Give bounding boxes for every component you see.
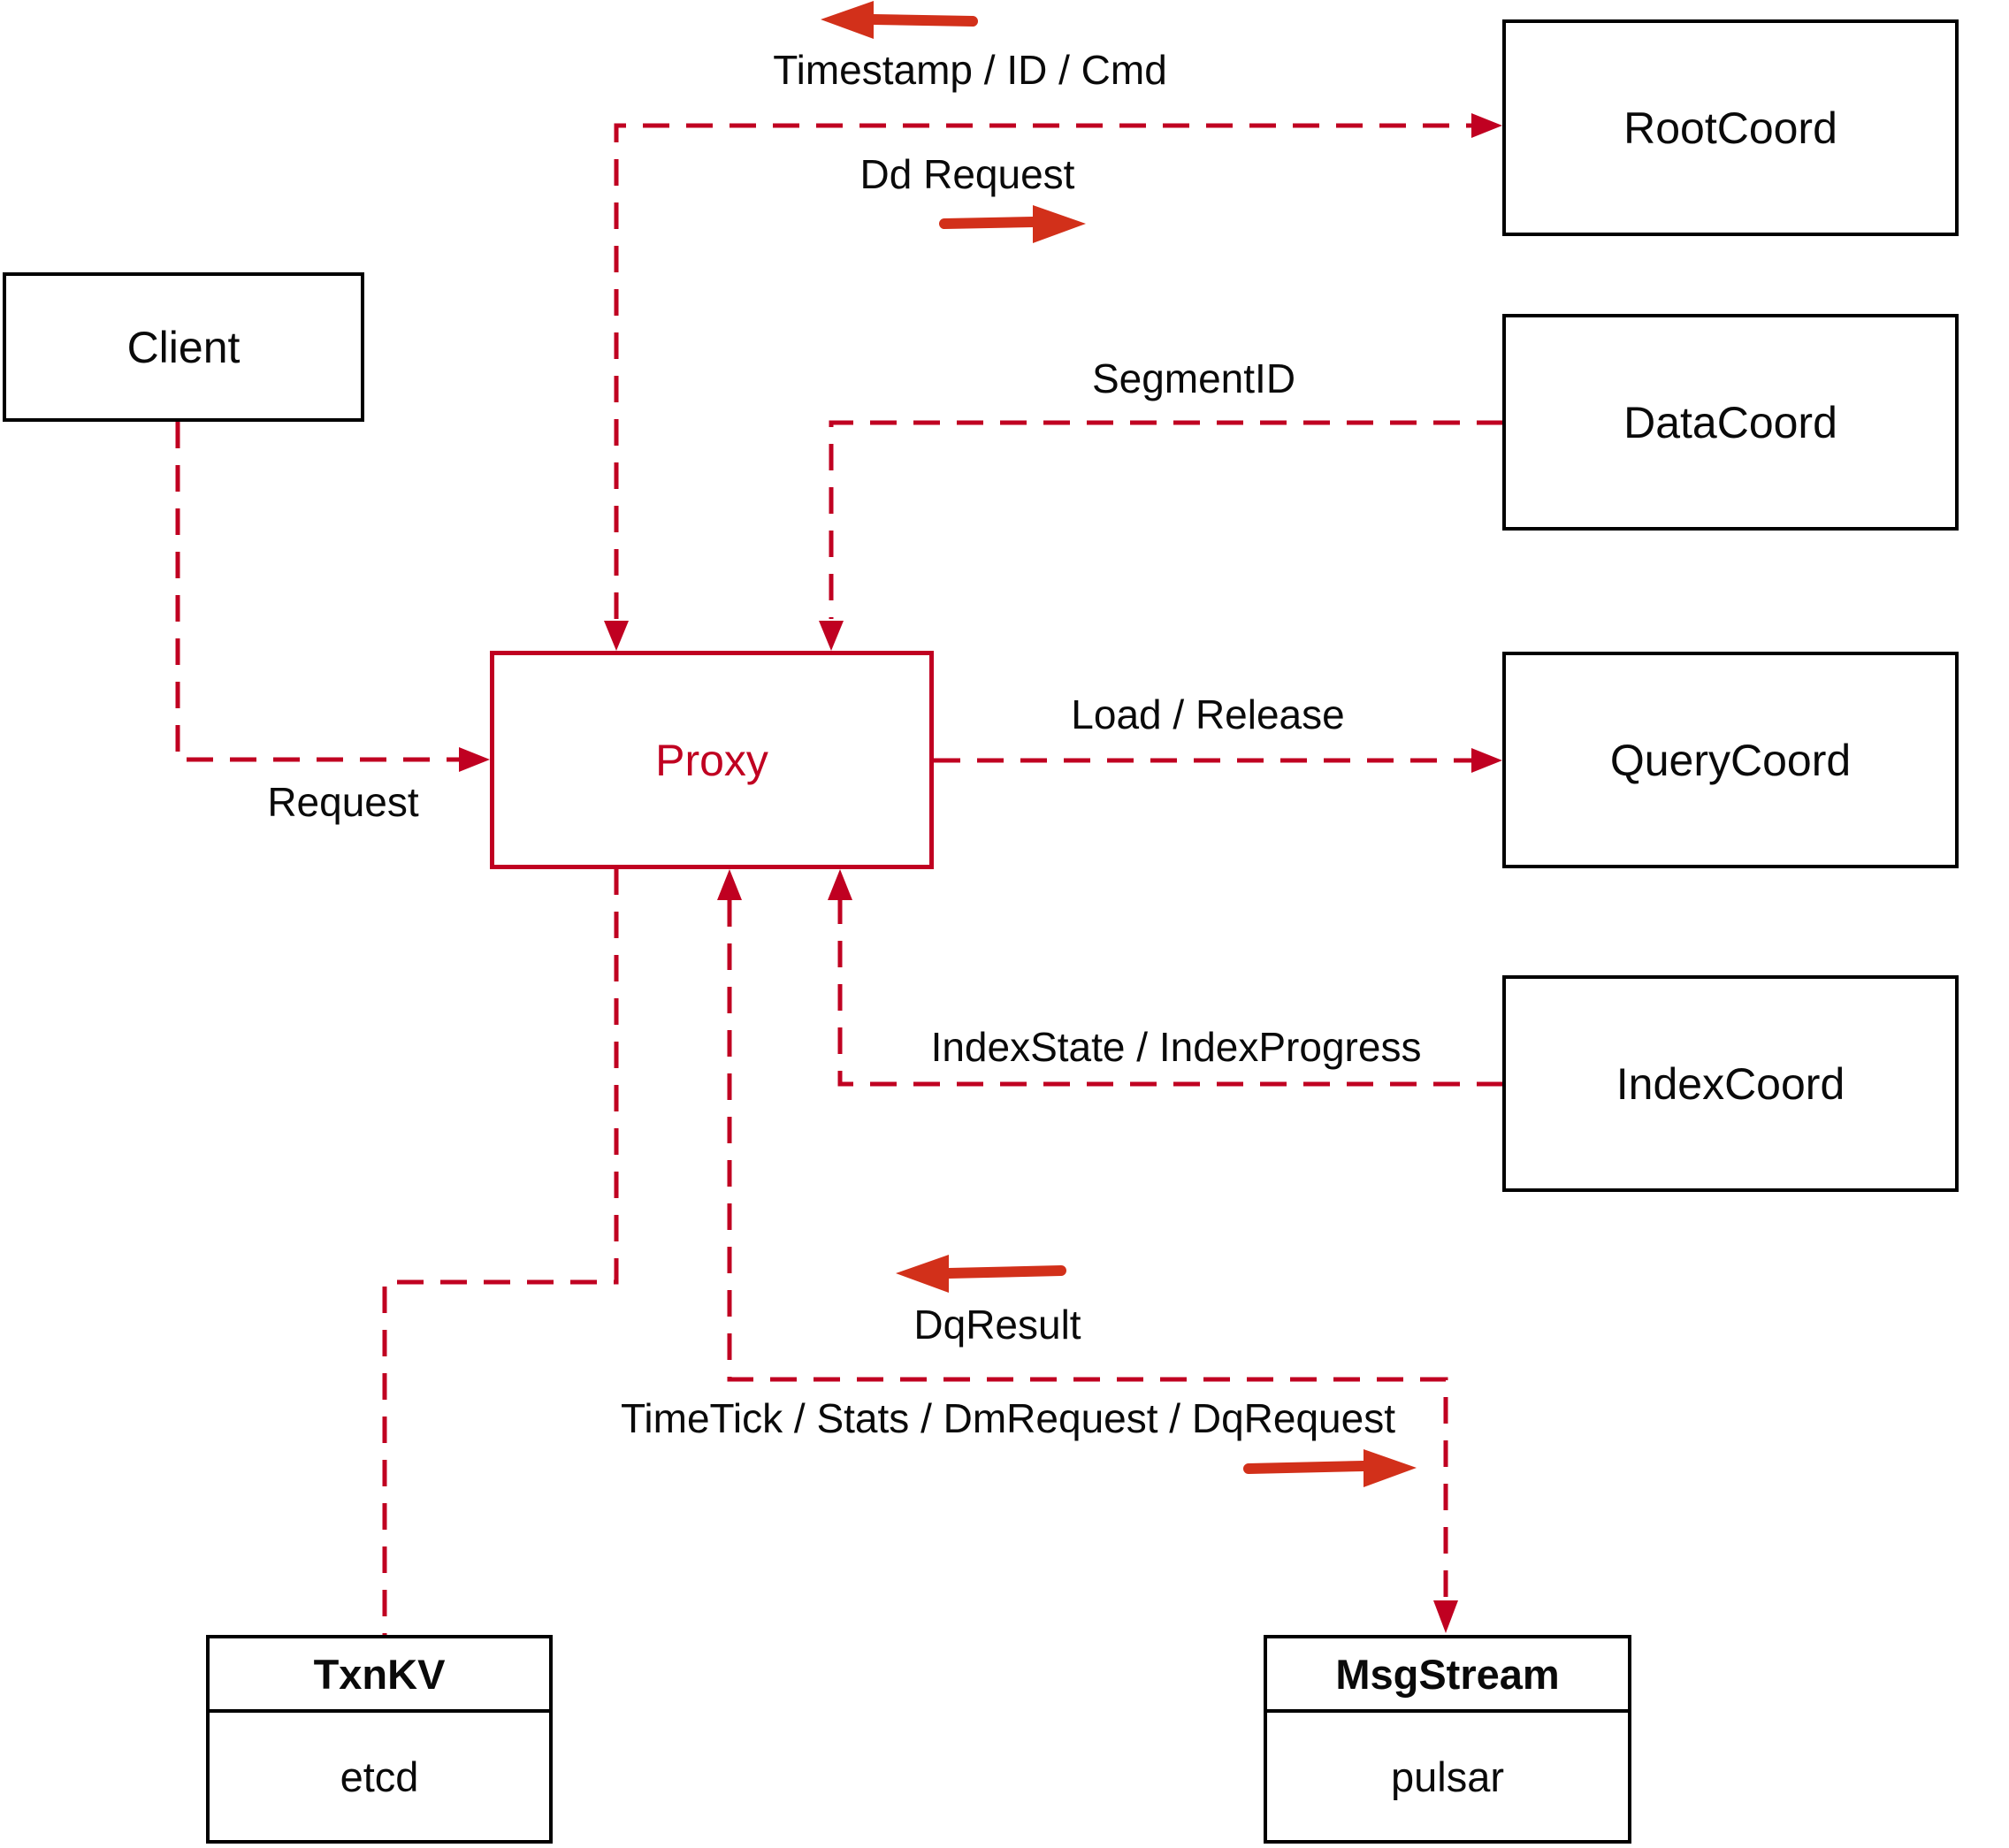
- label-segment-id: SegmentID: [1091, 355, 1296, 401]
- edge-proxy-rootcoord: [604, 113, 1502, 651]
- edge-proxy-msgstream: [717, 869, 1458, 1633]
- node-rootcoord: RootCoord: [1502, 19, 1959, 236]
- proxy-label: Proxy: [655, 735, 768, 785]
- txnkv-impl: etcd: [340, 1753, 419, 1800]
- edge-datacoord-proxy: [819, 420, 1503, 651]
- arrow-timetick-right: [1243, 1449, 1417, 1487]
- label-timestamp-id-cmd: Timestamp / ID / Cmd: [773, 47, 1167, 93]
- datacoord-label: DataCoord: [1623, 397, 1837, 447]
- edge-proxy-txnkv: [382, 868, 619, 1635]
- arrow-dqresult-left: [896, 1255, 1066, 1293]
- arrow-timestamp-left: [821, 1, 978, 39]
- node-datacoord: DataCoord: [1502, 314, 1959, 531]
- edge-proxy-querycoord: [934, 748, 1502, 773]
- txnkv-title: TxnKV: [210, 1638, 549, 1713]
- client-label: Client: [126, 322, 241, 372]
- querycoord-label: QueryCoord: [1609, 735, 1852, 785]
- label-index-state: IndexState / IndexProgress: [930, 1024, 1422, 1070]
- rootcoord-label: RootCoord: [1623, 103, 1837, 153]
- edge-indexcoord-proxy: [828, 869, 1503, 1087]
- label-time-tick: TimeTick / Stats / DmRequest / DqRequest: [621, 1395, 1395, 1441]
- arrow-dd-request-right: [939, 205, 1086, 243]
- node-indexcoord: IndexCoord: [1502, 975, 1959, 1192]
- label-load-release: Load / Release: [1071, 691, 1345, 737]
- indexcoord-label: IndexCoord: [1616, 1058, 1845, 1109]
- msgstream-impl: pulsar: [1390, 1753, 1504, 1800]
- node-msgstream: MsgStream pulsar: [1264, 1635, 1631, 1844]
- msgstream-title: MsgStream: [1267, 1638, 1628, 1713]
- edge-client-proxy: [175, 422, 490, 772]
- node-txnkv: TxnKV etcd: [206, 1635, 553, 1844]
- node-client: Client: [3, 272, 364, 422]
- label-dq-result: DqResult: [913, 1302, 1081, 1348]
- node-querycoord: QueryCoord: [1502, 652, 1959, 868]
- node-proxy: Proxy: [490, 651, 934, 869]
- label-dd-request: Dd Request: [859, 151, 1075, 197]
- label-request: Request: [267, 779, 419, 825]
